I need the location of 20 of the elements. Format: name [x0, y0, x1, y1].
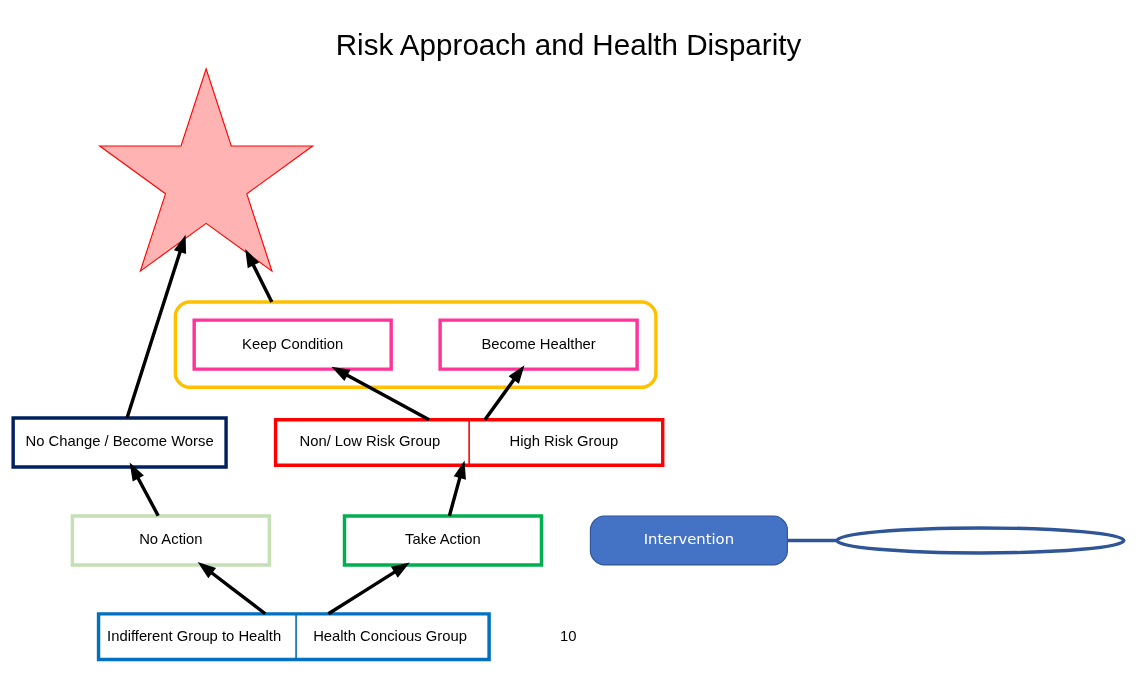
arrow	[483, 365, 525, 421]
arrow	[197, 562, 267, 616]
arrow	[447, 460, 466, 517]
node-star	[97, 66, 315, 273]
node-box: No Action	[70, 514, 272, 567]
node-ellipse	[835, 526, 1126, 555]
arrow	[245, 248, 274, 303]
node-box: Become Healther	[438, 318, 639, 371]
arrow	[129, 462, 160, 517]
arrow	[331, 366, 430, 422]
node-box: Intervention	[589, 515, 788, 566]
cluster	[173, 300, 658, 390]
label: 10	[559, 627, 577, 644]
arrow	[327, 562, 410, 616]
node-box: Take Action	[342, 514, 544, 567]
arrow	[125, 234, 187, 419]
node-box: No Change / Become Worse	[11, 416, 228, 469]
node-box: Keep Condition	[192, 318, 393, 371]
connector	[787, 538, 837, 543]
diagram-title: Risk Approach and Health Disparity	[335, 27, 802, 61]
